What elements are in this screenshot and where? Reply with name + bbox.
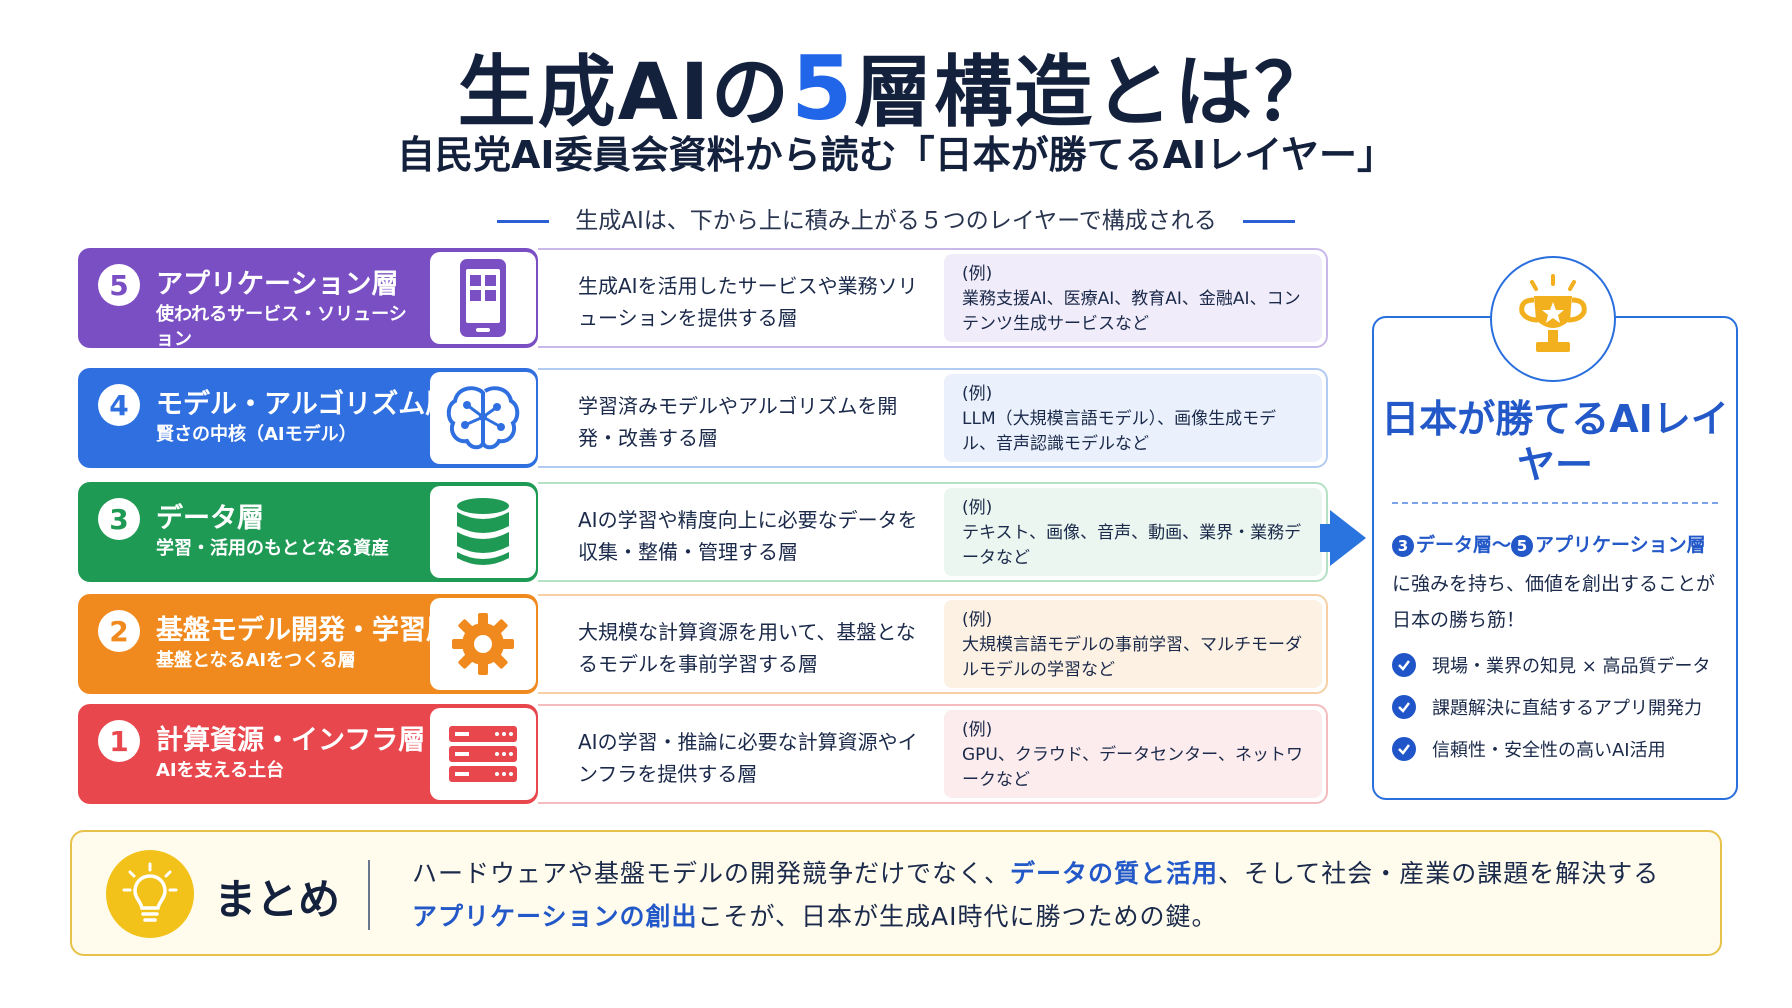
panel-divider [1392,502,1718,504]
layer-name: データ層 [156,503,264,534]
layer-description: AIの学習・推論に必要な計算資源やインフラを提供する層 [578,730,918,786]
examples-label: (例) [962,498,993,518]
layer-description: AIの学習や精度向上に必要なデータを収集・整備・管理する層 [578,508,918,564]
layer-subtitle: 使われるサービス・ソリューション [156,304,407,350]
page-subtitle: 自民党AI委員会資料から読む「日本が勝てるAIレイヤー」 [397,133,1395,177]
server-icon [449,726,517,782]
layer-examples: (例) 大規模言語モデルの事前学習、マルチモーダルモデルの学習など [944,600,1322,688]
check-text: 現場・業界の知見 × 高品質データ [1432,656,1711,677]
summary-highlight-1: データの質と活用 [1010,859,1219,888]
brain-icon [446,386,520,450]
layer-subtitle: 基盤となるAIをつくる層 [156,650,356,671]
tagline-line-right [1242,220,1295,223]
check-item: 現場・業界の知見 × 高品質データ [1392,652,1732,678]
examples-text: 大規模言語モデルの事前学習、マルチモーダルモデルの学習など [962,635,1302,680]
summary-highlight-2: アプリケーションの創出 [412,902,698,931]
summary-text: ハードウェアや基盤モデルの開発競争だけでなく、データの質と活用、そして社会・産業… [412,852,1702,938]
layer-examples: (例) テキスト、画像、音声、動画、業界・業務データなど [944,488,1322,576]
gear-icon [452,613,514,675]
winning-layer-panel [1372,316,1738,800]
summary-label: まとめ [214,875,341,924]
examples-label: (例) [962,384,993,404]
examples-label: (例) [962,264,993,284]
circle-number: 5 [1511,534,1534,557]
layer-name: アプリケーション層 [156,269,399,300]
layer-description: 学習済みモデルやアルゴリズムを開発・改善する層 [578,394,898,450]
layer-examples: (例) 業務支援AI、医療AI、教育AI、金融AI、コンテンツ生成サービスなど [944,254,1322,342]
examples-label: (例) [962,720,993,740]
layer-1: 1 計算資源・インフラ層 AIを支える土台 AIの学習・推論に必要な計算資源やイ… [78,704,1328,804]
layer-icon-box [430,486,536,578]
examples-text: 業務支援AI、医療AI、教育AI、金融AI、コンテンツ生成サービスなど [962,289,1301,334]
check-icon [1392,737,1416,761]
summary-text-1: ハードウェアや基盤モデルの開発競争だけでなく、 [412,859,1011,888]
layer-name: 計算資源・インフラ層 [156,725,426,756]
layer-description-card: AIの学習・推論に必要な計算資源やインフラを提供する層 (例) GPU、クラウド… [538,704,1328,804]
summary-divider [368,860,370,930]
summary-box: まとめ ハードウェアや基盤モデルの開発競争だけでなく、データの質と活用、そして社… [70,830,1722,956]
layer-3: 3 データ層 学習・活用のもととなる資産 AIの学習や精度向上に必要なデータを収… [78,482,1328,582]
layer-description: 生成AIを活用したサービスや業務ソリューションを提供する層 [578,274,918,330]
page-title: 生成AIの5層構造とは？ [0,30,1792,142]
layer-4: 4 モデル・アルゴリズム層 賢さの中核（AIモデル） 学習済みモデルやアルゴリズ… [78,368,1328,468]
check-text: 信頼性・安全性の高いAI活用 [1432,740,1666,761]
trophy-badge [1490,256,1616,382]
layer-icon-box [430,598,536,690]
arrow-right-icon [1330,510,1366,566]
layer-description-card: AIの学習や精度向上に必要なデータを収集・整備・管理する層 (例) テキスト、画… [538,482,1328,582]
panel-title: 日本が勝てるAIレイヤー [1381,397,1729,487]
layer-icon-box [430,708,536,800]
layer-icon-box [430,372,536,464]
layer-subtitle: 学習・活用のもととなる資産 [156,538,390,559]
examples-text: LLM（大規模言語モデル）、画像生成モデル、音声認識モデルなど [962,409,1277,454]
summary-text-2: 、そして社会・産業の課題を解決する [1218,859,1660,888]
highlight-text-b: アプリケーション層 [1535,534,1706,556]
check-icon [1392,653,1416,677]
layer-number: 4 [98,384,140,426]
tagline: 生成AIは、下から上に積み上がる５つのレイヤーで構成される [0,201,1792,235]
title-number: 5 [791,37,855,140]
lightbulb-badge [106,850,194,938]
check-icon [1392,695,1416,719]
summary-text-3: こそが、日本が生成AI時代に勝つための鍵。 [697,902,1218,931]
layer-icon-box [430,252,536,344]
lightbulb-icon [122,862,178,922]
layer-5: 5 アプリケーション層 使われるサービス・ソリューション 生成AIを活用したサー… [78,248,1328,350]
layer-examples: (例) LLM（大規模言語モデル）、画像生成モデル、音声認識モデルなど [944,374,1322,462]
examples-text: テキスト、画像、音声、動画、業界・業務データなど [962,523,1302,568]
layer-number: 1 [98,720,140,762]
trophy-icon [1519,274,1587,352]
title-pre: 生成AIの [457,48,792,138]
highlight-text-a: データ層～ [1416,534,1512,556]
database-icon [457,498,509,565]
layer-examples: (例) GPU、クラウド、データセンター、ネットワークなど [944,710,1322,798]
circle-number: 3 [1392,534,1414,557]
check-item: 課題解決に直結するアプリ開発力 [1392,694,1732,720]
layer-subtitle: AIを支える土台 [156,760,285,781]
layer-number: 5 [98,264,140,306]
check-item: 信頼性・安全性の高いAI活用 [1392,736,1732,762]
layer-description-card: 大規模な計算資源を用いて、基盤となるモデルを事前学習する層 (例) 大規模言語モ… [538,594,1328,694]
check-text: 課題解決に直結するアプリ開発力 [1432,698,1702,719]
examples-text: GPU、クラウド、データセンター、ネットワークなど [962,745,1304,790]
layer-subtitle: 賢さの中核（AIモデル） [156,424,357,445]
panel-text: に強みを持ち、価値を創出することが日本の勝ち筋！ [1392,573,1716,631]
smartphone-icon [460,259,506,337]
tagline-line-left [497,220,550,223]
layer-number: 3 [98,498,140,540]
layer-2: 2 基盤モデル開発・学習層 基盤となるAIをつくる層 大規模な計算資源を用いて、… [78,594,1328,694]
layer-description-card: 生成AIを活用したサービスや業務ソリューションを提供する層 (例) 業務支援AI… [538,248,1328,348]
layer-name: 基盤モデル開発・学習層 [156,615,453,646]
layer-name: モデル・アルゴリズム層 [156,389,453,420]
layer-description-card: 学習済みモデルやアルゴリズムを開発・改善する層 (例) LLM（大規模言語モデル… [538,368,1328,468]
layer-description: 大規模な計算資源を用いて、基盤となるモデルを事前学習する層 [578,620,916,676]
layer-number: 2 [98,610,140,652]
examples-label: (例) [962,610,993,630]
title-post: 層構造とは？ [854,48,1335,138]
tagline-text: 生成AIは、下から上に積み上がる５つのレイヤーで構成される [575,208,1217,234]
